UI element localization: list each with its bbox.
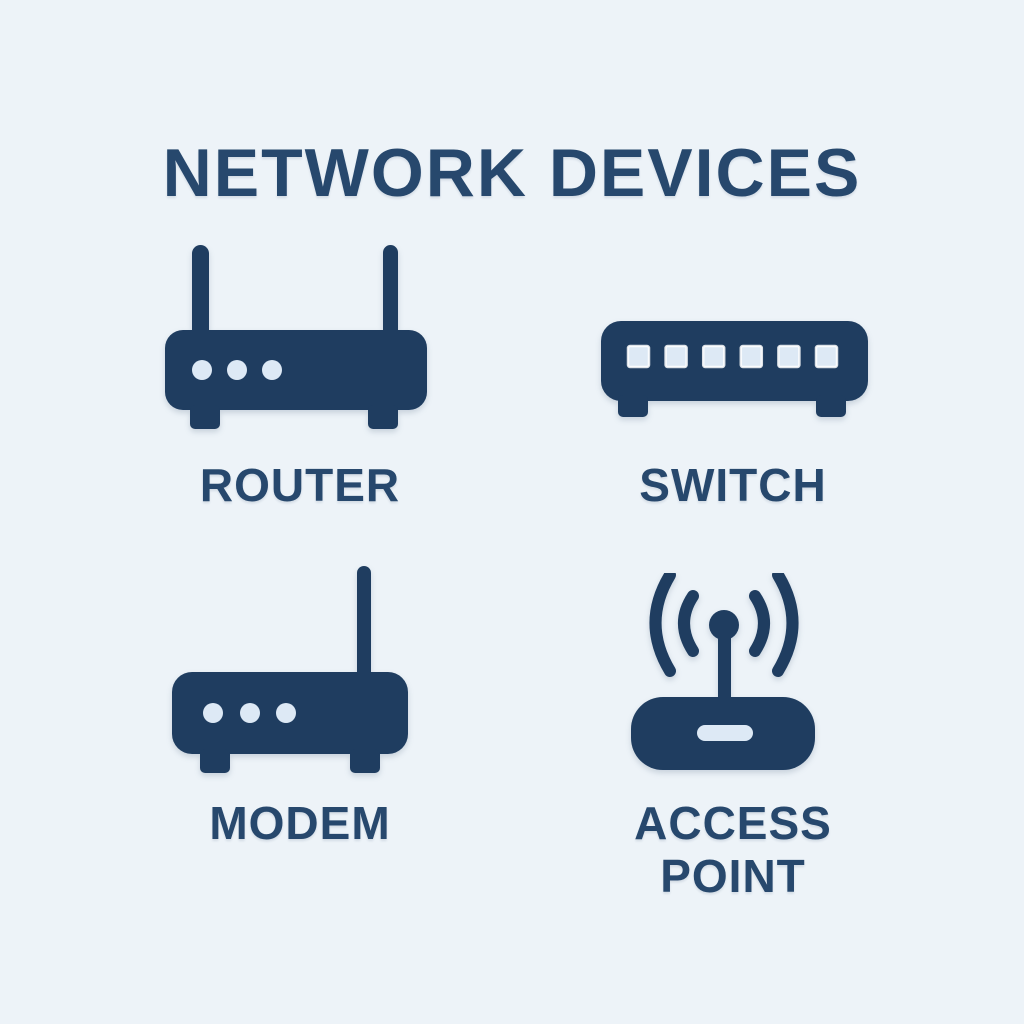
device-card-modem: MODEM [140,558,460,850]
device-card-router: ROUTER [140,240,460,512]
device-label-access-point: ACCESS POINT [634,797,832,902]
switch-icon [573,240,893,435]
page-title: NETWORK DEVICES [162,134,862,211]
device-card-access-point: ACCESS POINT [573,558,893,903]
device-label-router: ROUTER [199,459,401,511]
router-icon [140,240,460,435]
device-card-switch: SWITCH [573,240,893,512]
device-label-switch: SWITCH [639,459,827,511]
device-label-modem: MODEM [209,797,391,849]
modem-icon [140,558,460,773]
access-point-icon [573,558,893,773]
